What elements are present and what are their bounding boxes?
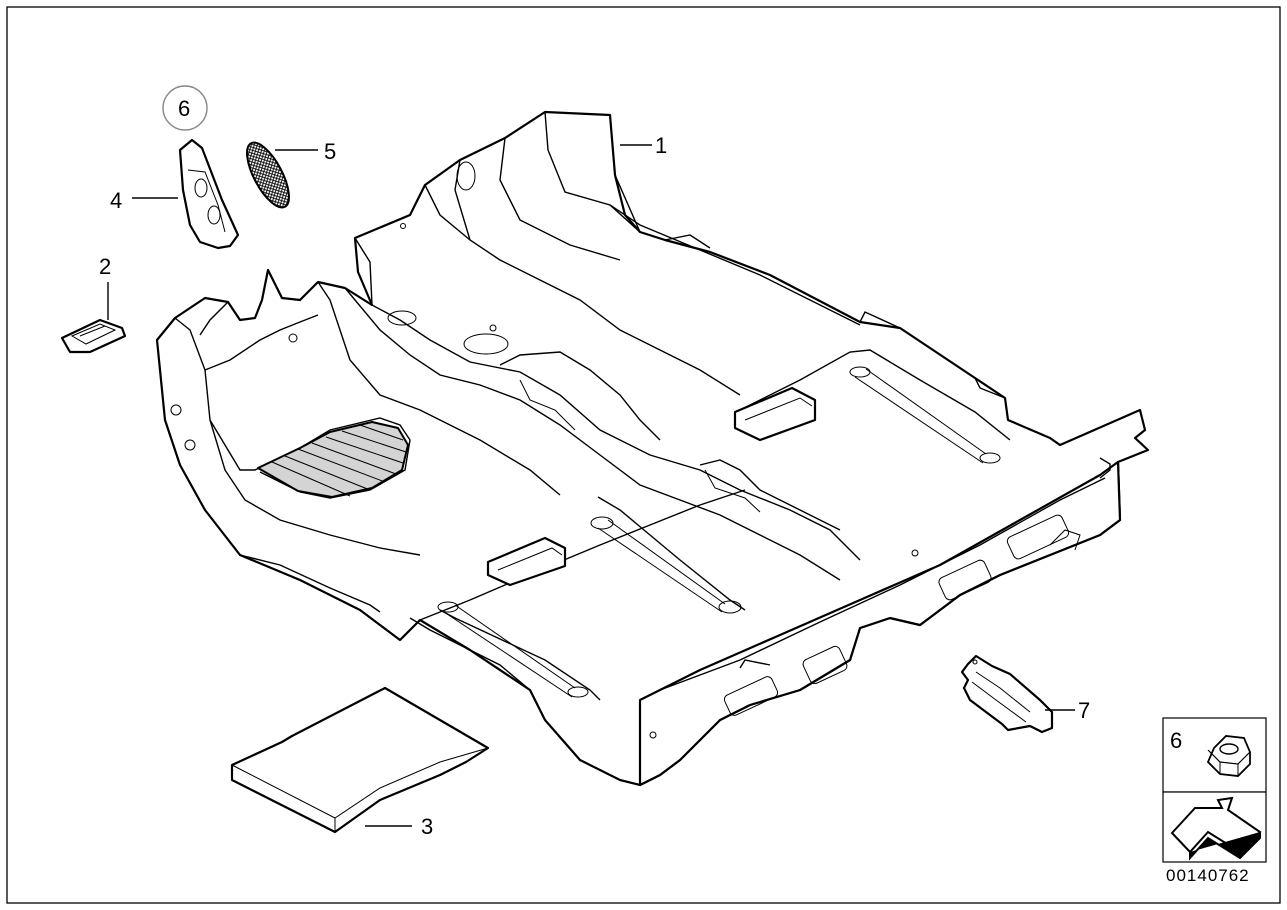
legend-part-number: 6 <box>1170 728 1182 753</box>
heel-pad-part-4 <box>178 138 240 250</box>
mat-part-3 <box>230 686 490 834</box>
callout-3: 3 <box>421 814 433 839</box>
clip-part-2 <box>60 318 127 354</box>
document-number: 00140762 <box>1166 866 1250 885</box>
hex-nut-icon <box>1206 735 1251 777</box>
callout-6: 6 <box>178 96 190 121</box>
callout-4: 4 <box>110 188 122 213</box>
bracket-part-7 <box>960 654 1054 734</box>
mesh-pad-part-5 <box>246 141 290 209</box>
callout-2: 2 <box>99 254 111 279</box>
callout-5: 5 <box>324 139 336 164</box>
callout-1: 1 <box>655 133 667 158</box>
direction-arrow-icon <box>1170 796 1262 861</box>
legend-box: 6 <box>1162 717 1267 863</box>
callout-6-circle <box>162 85 208 131</box>
callout-7: 7 <box>1078 698 1090 723</box>
floor-carpet <box>155 110 1150 787</box>
diagram-frame <box>6 6 1281 904</box>
